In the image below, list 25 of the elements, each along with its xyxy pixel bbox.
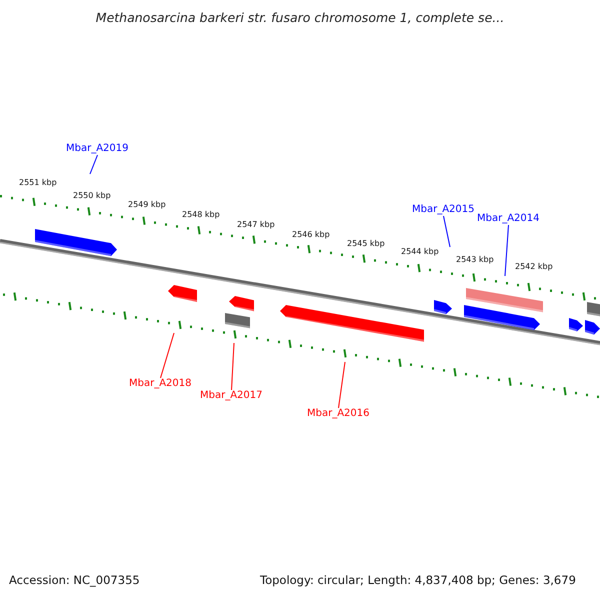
gene-label: Mbar_A2014 — [477, 213, 540, 225]
leader-line — [443, 216, 450, 248]
scale-label: 2543 kbp — [456, 255, 494, 265]
gene-label: Mbar_A2017 — [200, 390, 263, 402]
scale-label: 2545 kbp — [347, 239, 385, 249]
scale-label: 2550 kbp — [73, 191, 111, 201]
footer-text: Topology: circular; Length: 4,837,408 bp; Genes: 3,679 — [260, 574, 576, 588]
scale-label: 2548 kbp — [182, 210, 220, 220]
leader-line — [504, 224, 509, 276]
scale-label: 2546 kbp — [292, 230, 330, 240]
footer-text: Accession: NC_007355 — [9, 574, 140, 588]
gene-label: Mbar_A2016 — [307, 408, 370, 420]
scale-label: 2547 kbp — [237, 220, 275, 230]
scale-label: 2549 kbp — [128, 200, 166, 210]
gene-label: Mbar_A2018 — [129, 378, 192, 390]
gene-label: Mbar_A2019 — [66, 143, 129, 155]
leader-line — [338, 362, 346, 408]
scale-label: 2551 kbp — [19, 178, 57, 188]
leader-line — [160, 332, 174, 378]
scale-label: 2544 kbp — [401, 247, 439, 257]
leader-line — [231, 342, 234, 390]
gene-label: Mbar_A2015 — [412, 204, 475, 216]
title: Methanosarcina barkeri str. fusaro chromosome 1, complete se... — [94, 10, 506, 25]
scale-label: 2542 kbp — [515, 262, 553, 272]
leader-line — [90, 154, 98, 174]
